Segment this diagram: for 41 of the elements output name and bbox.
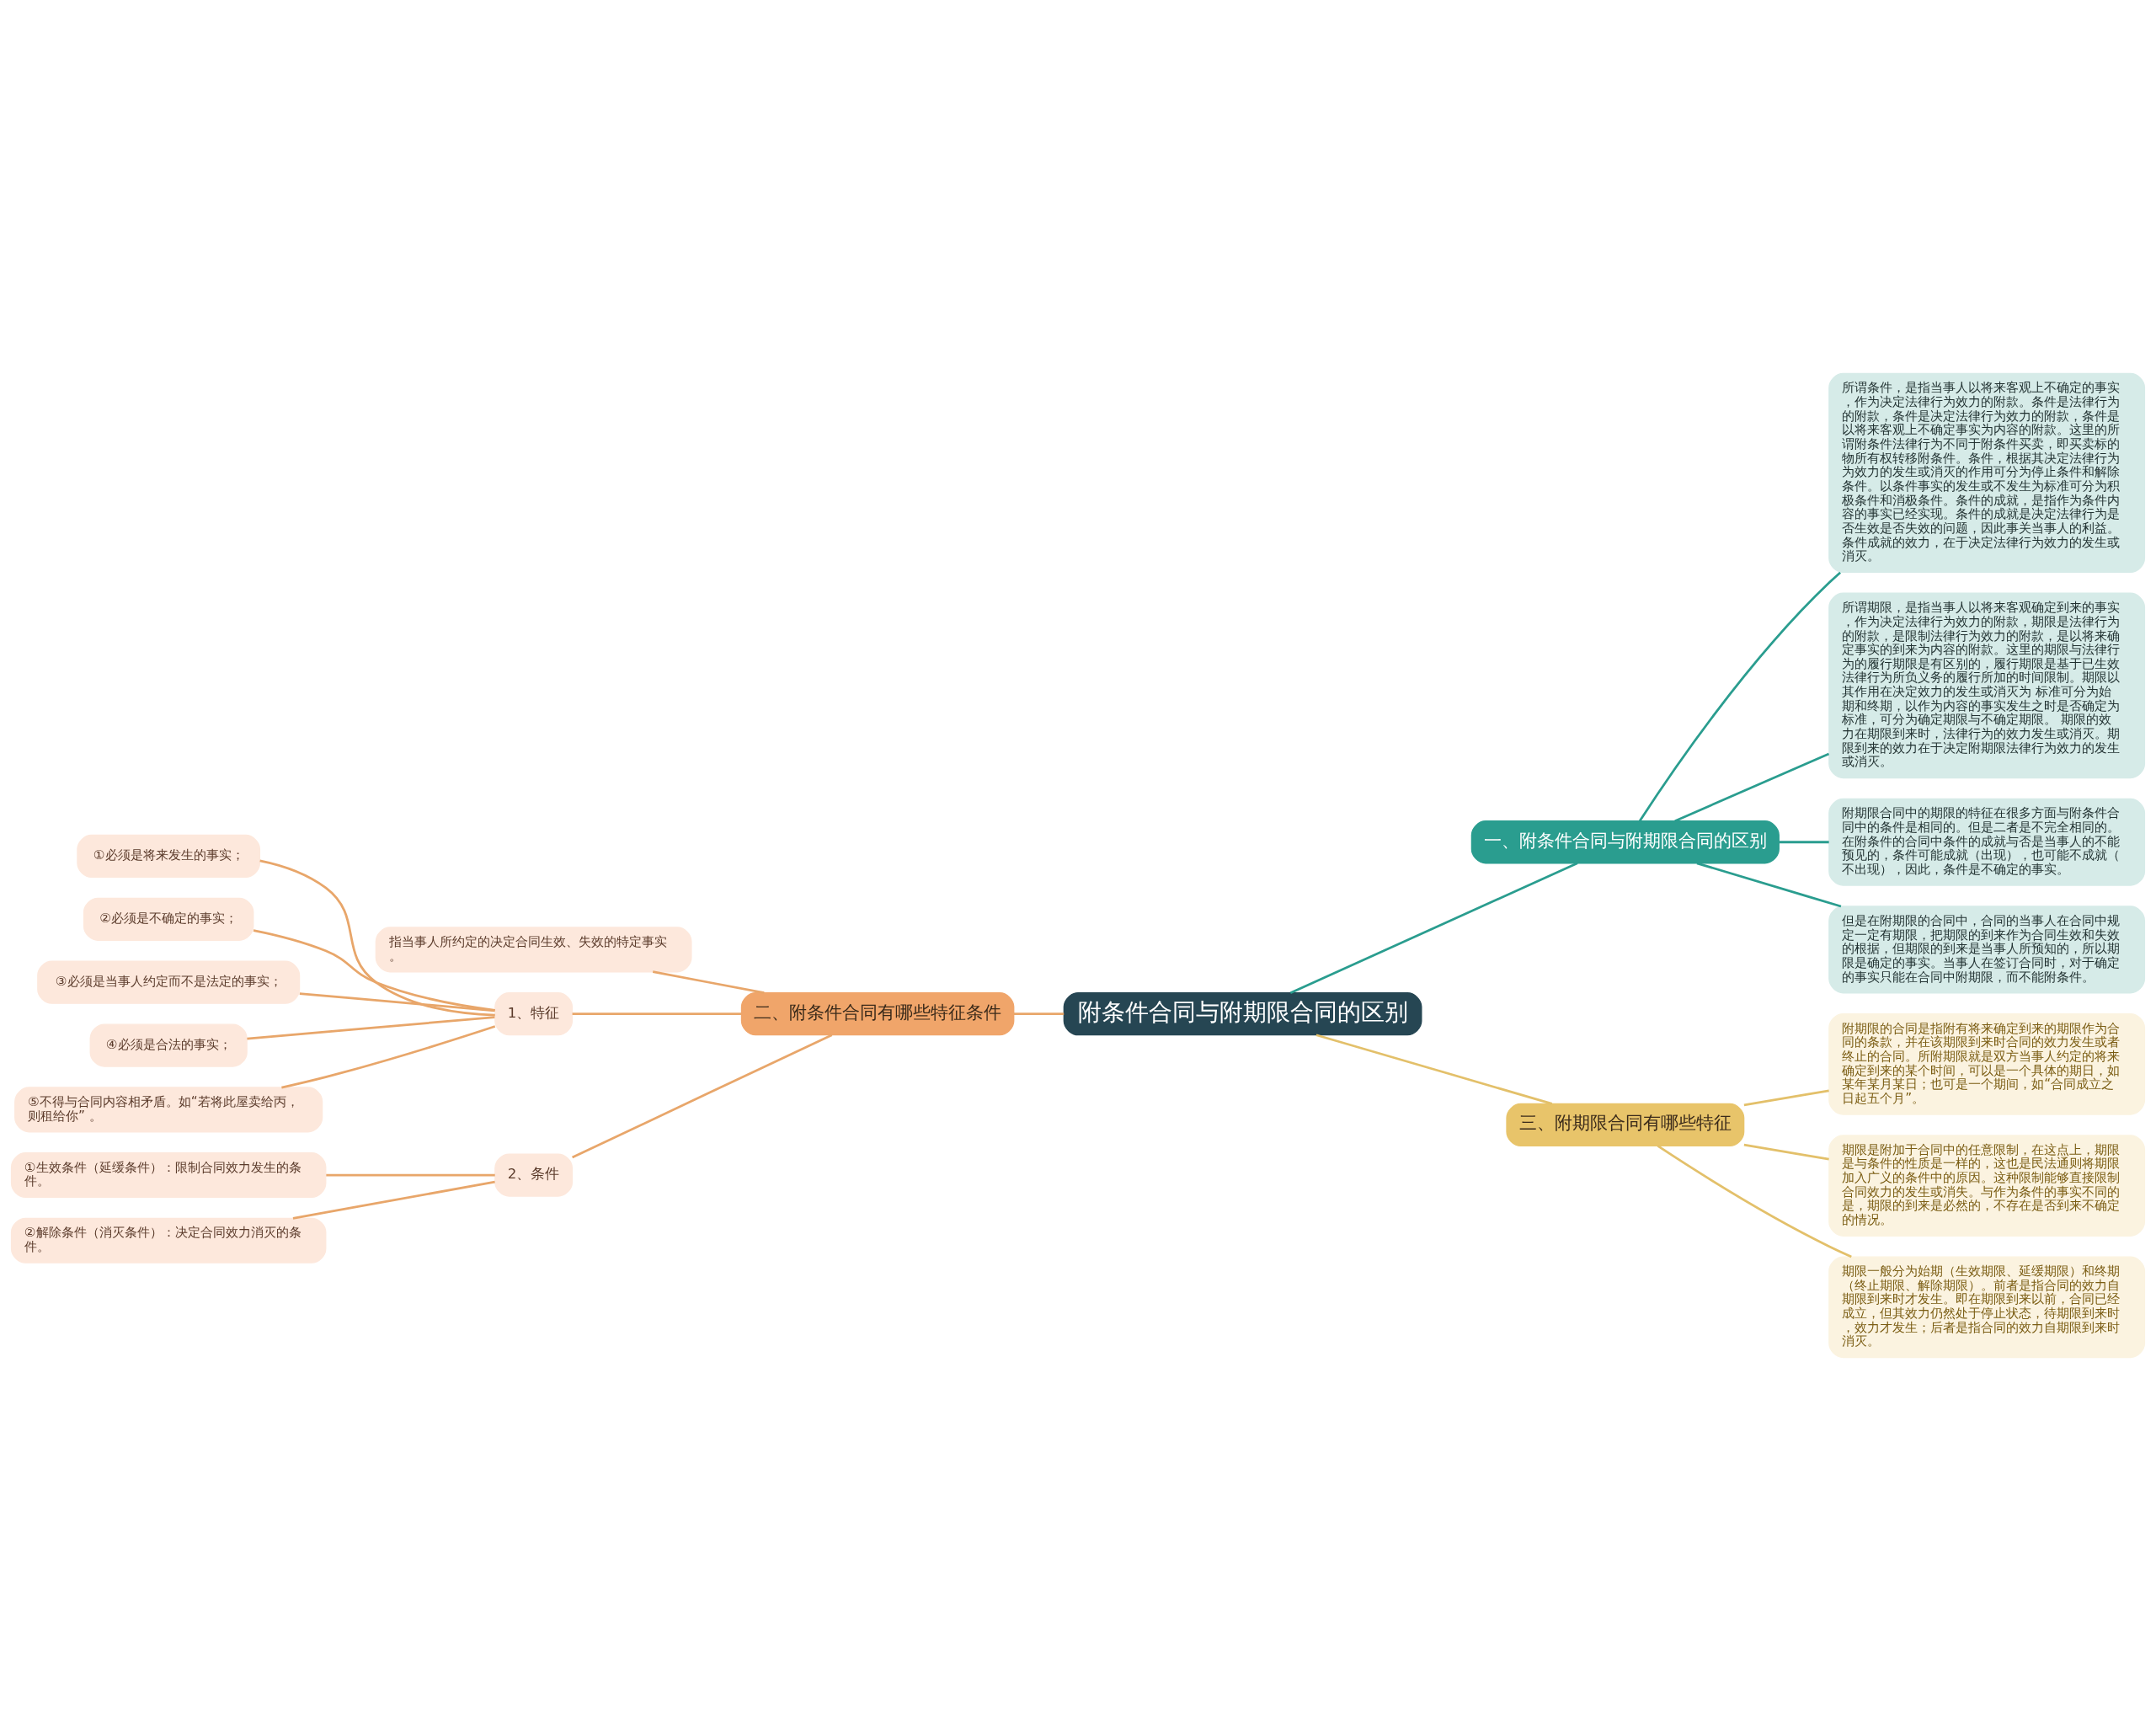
node-box: 附条件合同与附期限合同的区别	[1063, 992, 1422, 1036]
connector	[1743, 1143, 1829, 1161]
node-box: 指当事人所约定的决定合同生效、失效的特定事实。	[375, 927, 692, 973]
connector	[572, 1034, 833, 1159]
node-box: 三、附期限合同有哪些特征	[1506, 1103, 1745, 1147]
node-box: ①必须是将来发生的事实；	[77, 834, 261, 879]
connector	[1289, 862, 1578, 994]
node-box: 附期限的合同是指附有将来确定到来的期限作为合同的条款，并在该期限到来时合同的效力发生或者终止的合同。所附期限就是双方当事人约定的将来确定到来的某个时间，可以是一个具体的期日，如某年某月某日；也可是一个期间，如“合同成立之日起五个月”。	[1828, 1012, 2146, 1115]
node-box: 2、条件	[494, 1153, 574, 1197]
connector	[572, 1012, 742, 1016]
node-box: 期限一般分为始期（生效期限、延缓期限）和终期（终止期限、解除期限）。前者是指合同的效力自期限到来时才发生。即在期限到来以前，合同已经成立，但其效力仍然处于停止状态，待期限到来时，效力才发生；后者是指合同的效力自期限到来时消灭。	[1828, 1256, 2146, 1359]
node-box: 二、附条件合同有哪些特征条件	[740, 992, 1015, 1036]
node-box: 一、附条件合同与附期限合同的区别	[1470, 820, 1780, 864]
node-box: ④必须是合法的事实；	[89, 1023, 248, 1067]
node-box: ②必须是不确定的事实；	[83, 897, 254, 941]
node-box: 期限是附加于合同中的任意限制，在这点上，期限是与条件的性质是一样的，这也是民法通则将期限加入广义的条件中的原因。这种限制能够直接限制合同效力的发生或消失。与作为条件的事实不同的是，期限的到来是必然的，不存在是否到来不确定的情况。	[1828, 1135, 2146, 1237]
connector	[1674, 752, 1830, 822]
node-box: 1、特征	[494, 992, 574, 1036]
node-box: ①生效条件（延缓条件）：限制合同效力发生的条件。	[10, 1152, 327, 1199]
node-box: 但是在附期限的合同中，合同的当事人在合同中规定一定有期限，把期限的到来作为合同生效和失效的根据，但期限的到来是当事人所预知的，所以期限是确定的事实。当事人在签订合同时，对于确定的事实只能在合同中附期限，而不能附条件。	[1828, 906, 2146, 994]
connector	[1639, 571, 1842, 822]
connector	[281, 1025, 496, 1089]
connector	[326, 1173, 495, 1177]
connector	[299, 992, 495, 1012]
connector	[1779, 841, 1829, 844]
connector	[1013, 1012, 1065, 1016]
connector	[1696, 862, 1842, 908]
connector	[1743, 1089, 1829, 1107]
connector	[1315, 1034, 1553, 1105]
connector	[1657, 1145, 1852, 1258]
node-box: 附期限合同中的期限的特征在很多方面与附条件合同中的条件是相同的。但是二者是不完全相同的。在附条件的合同中条件的成就与否是当事人的不能预见的，条件可能成就（出现），也可能不成就（不出现），因此，条件是不确定的事实。	[1828, 798, 2146, 886]
connector	[292, 1180, 495, 1220]
connector	[253, 929, 495, 1012]
node-box: 所谓条件，是指当事人以将来客观上不确定的事实，作为决定法律行为效力的附款。条件是法律行为的附款，条件是决定法律行为效力的附款，条件是以将来客观上不确定事实为内容的附款。这里的所谓附条件法律行为不同于附条件买卖，即买卖标的物所有权转移附条件。条件，根据其决定法律行为为效力的发生或消灭的作用可分为停止条件和解除条件。以条件事实的发生或不发生为标准可分为积极条件和消极条件。条件的成就，是指作为条件内容的事实已经实现。条件的成就是决定法律行为是否生效是否失效的问题，因此事关当事人的利益。条件成就的效力，在于决定法律行为效力的发生或消灭。	[1828, 372, 2146, 574]
connector	[247, 1016, 495, 1040]
node-box: ③必须是当事人约定而不是法定的事实；	[37, 960, 301, 1004]
node-box: 所谓期限，是指当事人以将来客观确定到来的事实，作为决定法律行为效力的附款，期限是法律行为的附款，是限制法律行为效力的附款，是以将来确定事实的到来为内容的附款。这里的期限与法律行为的履行期限是有区别的，履行期限是基于已生效法律行为所负义务的履行所加的时间限制。期限以其作用在决定效力的发生或消灭为 标准可分为始期和终期，以作为内容的事实发生之时是否确定为标准，可分为确定期限与不确定期限。 期限的效力在期限到来时，法律行为的效力发生或消灭。期限到来的效力在于决定附期限法律行为效力的发生或消灭。	[1828, 592, 2146, 779]
connector	[652, 970, 765, 994]
connector	[259, 859, 495, 1017]
node-box: ②解除条件（消灭条件）：决定合同效力消灭的条件。	[10, 1217, 327, 1264]
node-box: ⑤不得与合同内容相矛盾。如“若将此屋卖给丙，则租给你” 。	[14, 1087, 323, 1133]
